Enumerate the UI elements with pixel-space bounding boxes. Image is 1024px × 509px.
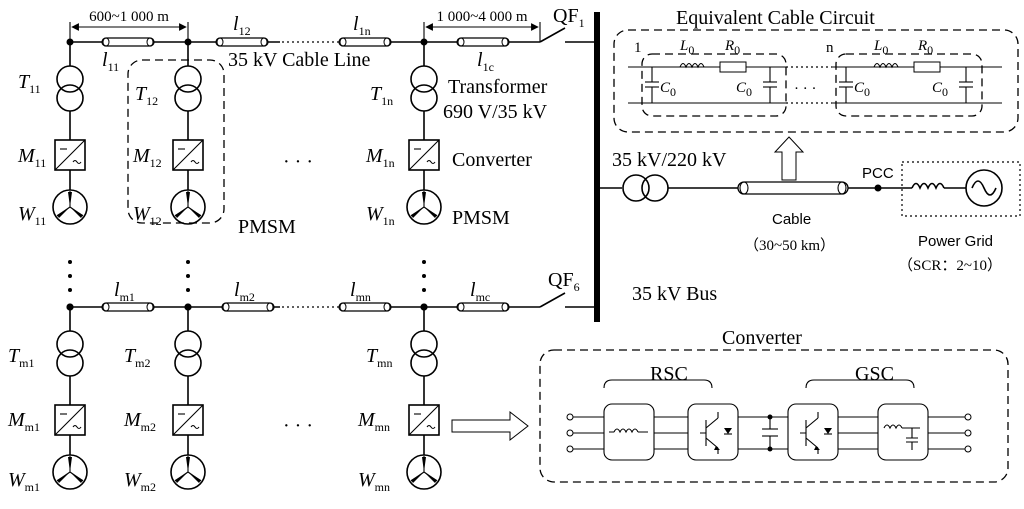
scr-label: （SCR：2~10） xyxy=(898,257,1002,274)
svg-text:C0: C0 xyxy=(932,80,948,99)
svg-text:· · ·: · · · xyxy=(794,81,817,97)
label-l11: l11 xyxy=(102,49,119,74)
transformer-label: Transformer xyxy=(448,76,548,98)
svg-text:Tm1: Tm1 xyxy=(8,345,34,370)
rsc-label: RSC xyxy=(650,363,688,385)
label-M12: M12 xyxy=(132,145,162,170)
svg-text:C0: C0 xyxy=(736,80,752,99)
breaker-qf1: QF1 xyxy=(553,5,585,30)
svg-text:Tmn: Tmn xyxy=(366,345,392,370)
svg-text:Mm1: Mm1 xyxy=(7,409,40,434)
svg-text:lmc: lmc xyxy=(470,279,490,304)
label-W1n: W1n xyxy=(366,203,395,228)
label-W12: W12 xyxy=(133,203,162,228)
label-T11: T11 xyxy=(18,71,41,96)
svg-text:lmn: lmn xyxy=(350,279,371,304)
vertical-ellipsis xyxy=(68,260,426,292)
svg-text:Tm2: Tm2 xyxy=(124,345,150,370)
label-M11: M11 xyxy=(17,145,46,170)
top-unit-labels: T11 M11 W11 T12 M12 W12 T1n M1n W1n Tran… xyxy=(17,71,548,238)
cable-length-label: （30~50 km） xyxy=(744,237,835,254)
svg-text:L0: L0 xyxy=(873,38,888,57)
unit-12-highlight-box xyxy=(127,59,225,224)
distance-left-label: 600~1 000 m xyxy=(89,9,169,25)
gsc-label: GSC xyxy=(855,363,894,385)
breaker-qf6: QF6 xyxy=(548,269,580,294)
converter-label: Converter xyxy=(452,149,532,171)
turbine-unit-m2 xyxy=(170,302,206,490)
top-feeder xyxy=(70,27,597,47)
cable-l12 xyxy=(215,37,269,47)
transformer-voltage-label: 690 V/35 kV xyxy=(443,101,548,123)
label-l12: l12 xyxy=(233,13,251,38)
svg-text:Wmn: Wmn xyxy=(358,469,390,494)
pcc-label: PCC xyxy=(862,165,894,182)
svg-text:Mmn: Mmn xyxy=(357,409,390,434)
svg-text:Wm2: Wm2 xyxy=(124,469,156,494)
cable-l1c xyxy=(456,37,510,47)
turbine-unit-12 xyxy=(170,37,206,225)
label-T1n: T1n xyxy=(370,83,393,108)
svg-text:C0: C0 xyxy=(660,80,676,99)
turbine-unit-11 xyxy=(52,37,88,225)
svg-text:R0: R0 xyxy=(917,38,933,57)
svg-text:C0: C0 xyxy=(854,80,870,99)
turbine-unit-mn xyxy=(406,302,442,490)
label-l1n: l1n xyxy=(353,13,371,38)
svg-text:Mm2: Mm2 xyxy=(123,409,156,434)
cable-l11 xyxy=(101,37,155,47)
section-1-label: 1 xyxy=(634,40,642,56)
ellipsis-bottom: · · · xyxy=(283,415,313,437)
bottom-cable-labels: lm1 lm2 lmn lmc xyxy=(114,279,490,304)
bottom-feeder xyxy=(66,292,597,312)
svg-text:R0: R0 xyxy=(724,38,740,57)
svg-text:Wm1: Wm1 xyxy=(8,469,40,494)
label-W11: W11 xyxy=(18,203,46,228)
section-n-label: n xyxy=(826,40,834,56)
equivalent-cable-title: Equivalent Cable Circuit xyxy=(676,7,875,29)
converter-detail-title: Converter xyxy=(722,327,802,349)
svg-text:L0: L0 xyxy=(679,38,694,57)
label-M1n: M1n xyxy=(365,145,395,170)
cable-lm1 xyxy=(101,302,155,312)
label-l1c: l1c xyxy=(477,49,494,74)
cable-l1n xyxy=(338,37,392,47)
svg-text:lm1: lm1 xyxy=(114,279,135,304)
main-transformer-label: 35 kV/220 kV xyxy=(612,149,727,171)
cable-label: Cable xyxy=(772,211,811,228)
cable-line-label: 35 kV Cable Line xyxy=(228,49,371,71)
equivalent-cable-circuit: Equivalent Cable Circuit · · · 1 n L0 R0… xyxy=(613,7,1019,133)
distance-markers: 600~1 000 m 1 000~4 000 m xyxy=(69,9,541,42)
power-grid-label: Power Grid xyxy=(918,233,993,250)
cable-lmn xyxy=(338,302,392,312)
cable-lm2 xyxy=(221,302,275,312)
grid-connection xyxy=(597,161,1021,217)
label-T12: T12 xyxy=(135,83,158,108)
converter-detail-arrow xyxy=(451,410,529,442)
converter-detail: Converter RSC GSC xyxy=(539,327,1009,483)
cable-detail-arrow xyxy=(773,136,805,181)
turbine-unit-1n xyxy=(406,37,442,225)
bottom-unit-labels: Tm1 Mm1 Wm1 Tm2 Mm2 Wm2 Tmn Mmn Wmn · · … xyxy=(7,345,392,494)
pmsm-label-mid: PMSM xyxy=(238,216,296,238)
pmsm-label-right: PMSM xyxy=(452,207,510,229)
bus-label: 35 kV Bus xyxy=(632,283,717,305)
turbine-unit-m1 xyxy=(52,302,88,490)
ellipsis-top: · · · xyxy=(283,151,313,173)
distance-right-label: 1 000~4 000 m xyxy=(436,9,527,25)
svg-text:lm2: lm2 xyxy=(234,279,255,304)
cable-lmc xyxy=(456,302,510,312)
